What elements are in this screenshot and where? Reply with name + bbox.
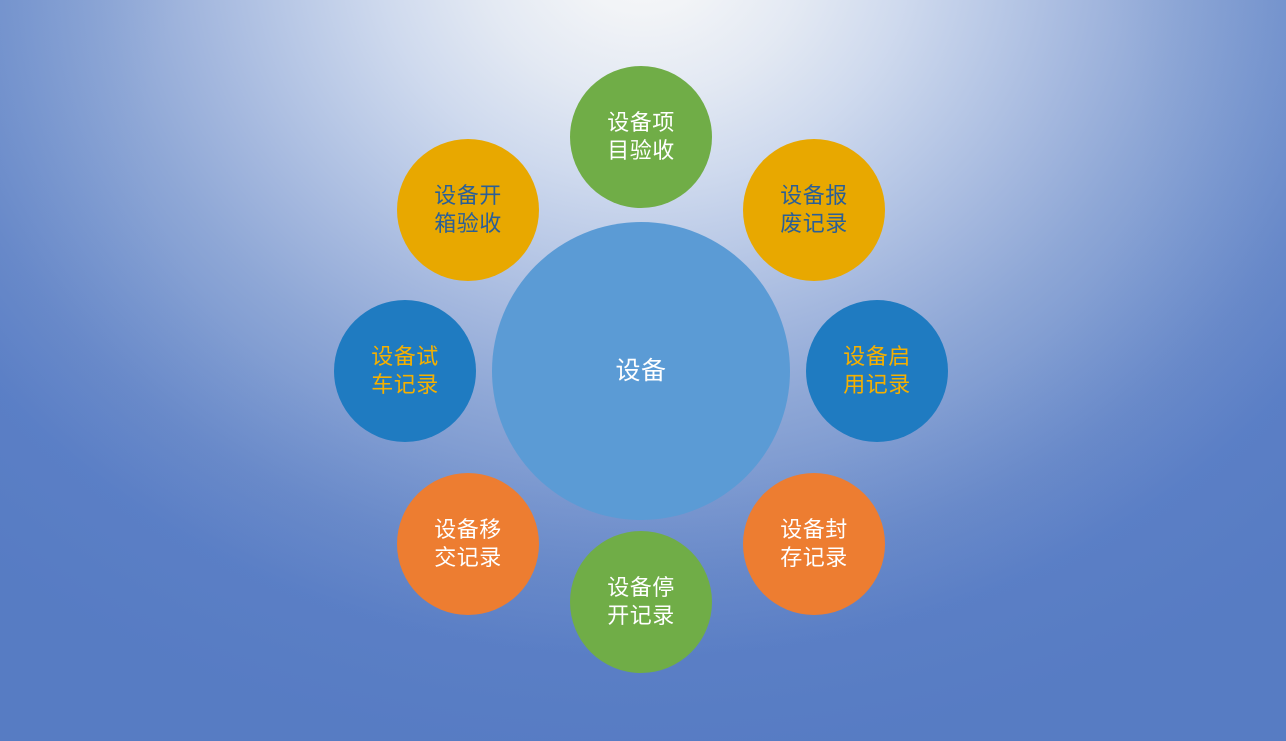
bubble-label: 设备启 用记录 — [843, 343, 911, 397]
bubble-equipment-sealing-record[interactable]: 设备封 存记录 — [743, 473, 885, 615]
bubble-equipment-unpacking-acceptance[interactable]: 设备开 箱验收 — [397, 139, 539, 281]
bubble-equipment-activation-record[interactable]: 设备启 用记录 — [806, 300, 948, 442]
bubble-equipment-shutdown-record[interactable]: 设备停 开记录 — [570, 531, 712, 673]
center-label: 设备 — [615, 357, 667, 385]
bubble-label: 设备停 开记录 — [607, 574, 675, 628]
bubble-label: 设备项 目验收 — [607, 109, 675, 163]
bubble-equipment-handover-record[interactable]: 设备移 交记录 — [397, 473, 539, 615]
bubble-label: 设备移 交记录 — [434, 516, 502, 570]
bubble-label: 设备试 车记录 — [371, 343, 439, 397]
bubble-label: 设备报 废记录 — [780, 182, 848, 236]
bubble-label: 设备封 存记录 — [780, 516, 848, 570]
bubble-center-equipment[interactable]: 设备 — [492, 222, 790, 520]
bubble-equipment-test-run-record[interactable]: 设备试 车记录 — [334, 300, 476, 442]
bubble-label: 设备开 箱验收 — [434, 182, 502, 236]
bubble-equipment-project-acceptance[interactable]: 设备项 目验收 — [570, 66, 712, 208]
bubble-equipment-scrap-record[interactable]: 设备报 废记录 — [743, 139, 885, 281]
